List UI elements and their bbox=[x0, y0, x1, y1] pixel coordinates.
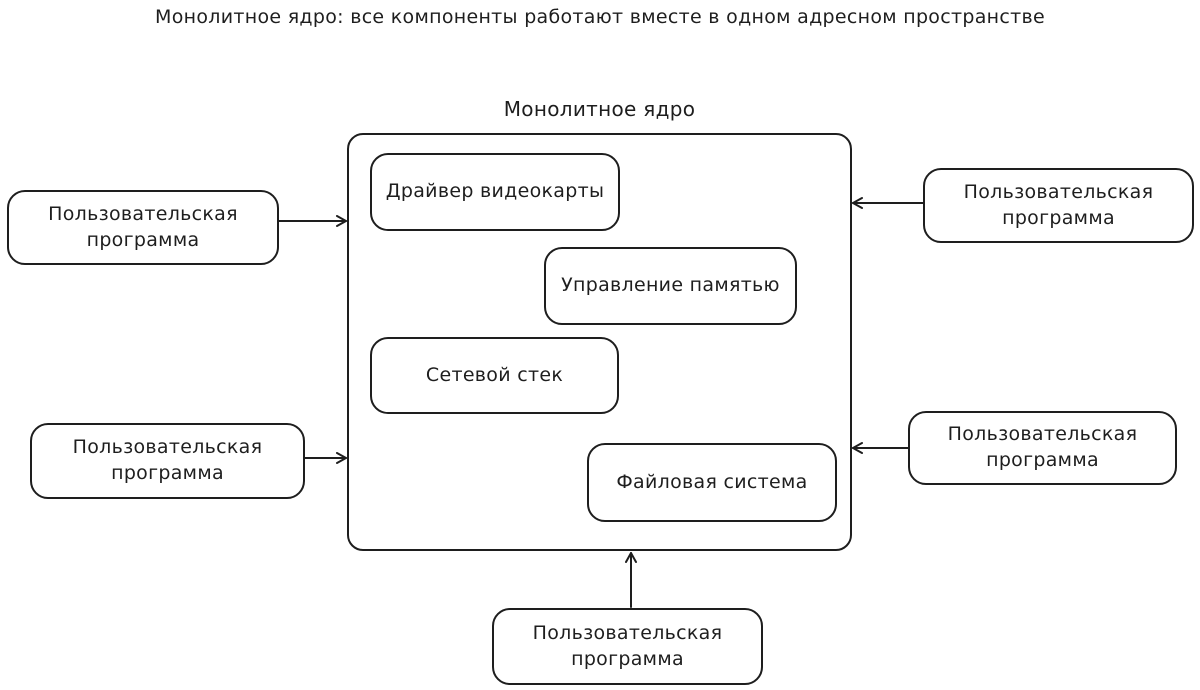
user-program-bottom-center: Пользовательская программа bbox=[492, 608, 763, 685]
user-program-right-bottom: Пользовательская программа bbox=[908, 411, 1177, 485]
user-program-label: Пользовательская программа bbox=[532, 621, 723, 670]
user-program-right-top: Пользовательская программа bbox=[923, 168, 1194, 243]
user-program-left-bottom: Пользовательская программа bbox=[30, 423, 305, 499]
component-network-stack: Сетевой стек bbox=[370, 337, 619, 414]
component-label: Сетевой стек bbox=[425, 363, 564, 386]
user-program-label: Пользовательская программа bbox=[72, 436, 263, 484]
component-label: Управление памятью bbox=[561, 274, 780, 297]
component-memory-management: Управление памятью bbox=[544, 247, 797, 325]
component-file-system: Файловая система bbox=[587, 443, 837, 522]
component-label: Файловая система bbox=[616, 470, 808, 493]
user-program-label: Пользовательская программа bbox=[48, 202, 238, 251]
kernel-group-label: Монолитное ядро bbox=[503, 97, 696, 121]
component-label: Драйвер видеокарты bbox=[385, 180, 605, 203]
user-program-left-top: Пользовательская программа bbox=[7, 190, 279, 265]
user-program-label: Пользовательская программа bbox=[947, 423, 1138, 471]
diagram-title: Монолитное ядро: все компоненты работают… bbox=[155, 6, 1045, 28]
component-gpu-driver: Драйвер видеокарты bbox=[370, 153, 620, 231]
user-program-label: Пользовательская программа bbox=[963, 180, 1154, 229]
